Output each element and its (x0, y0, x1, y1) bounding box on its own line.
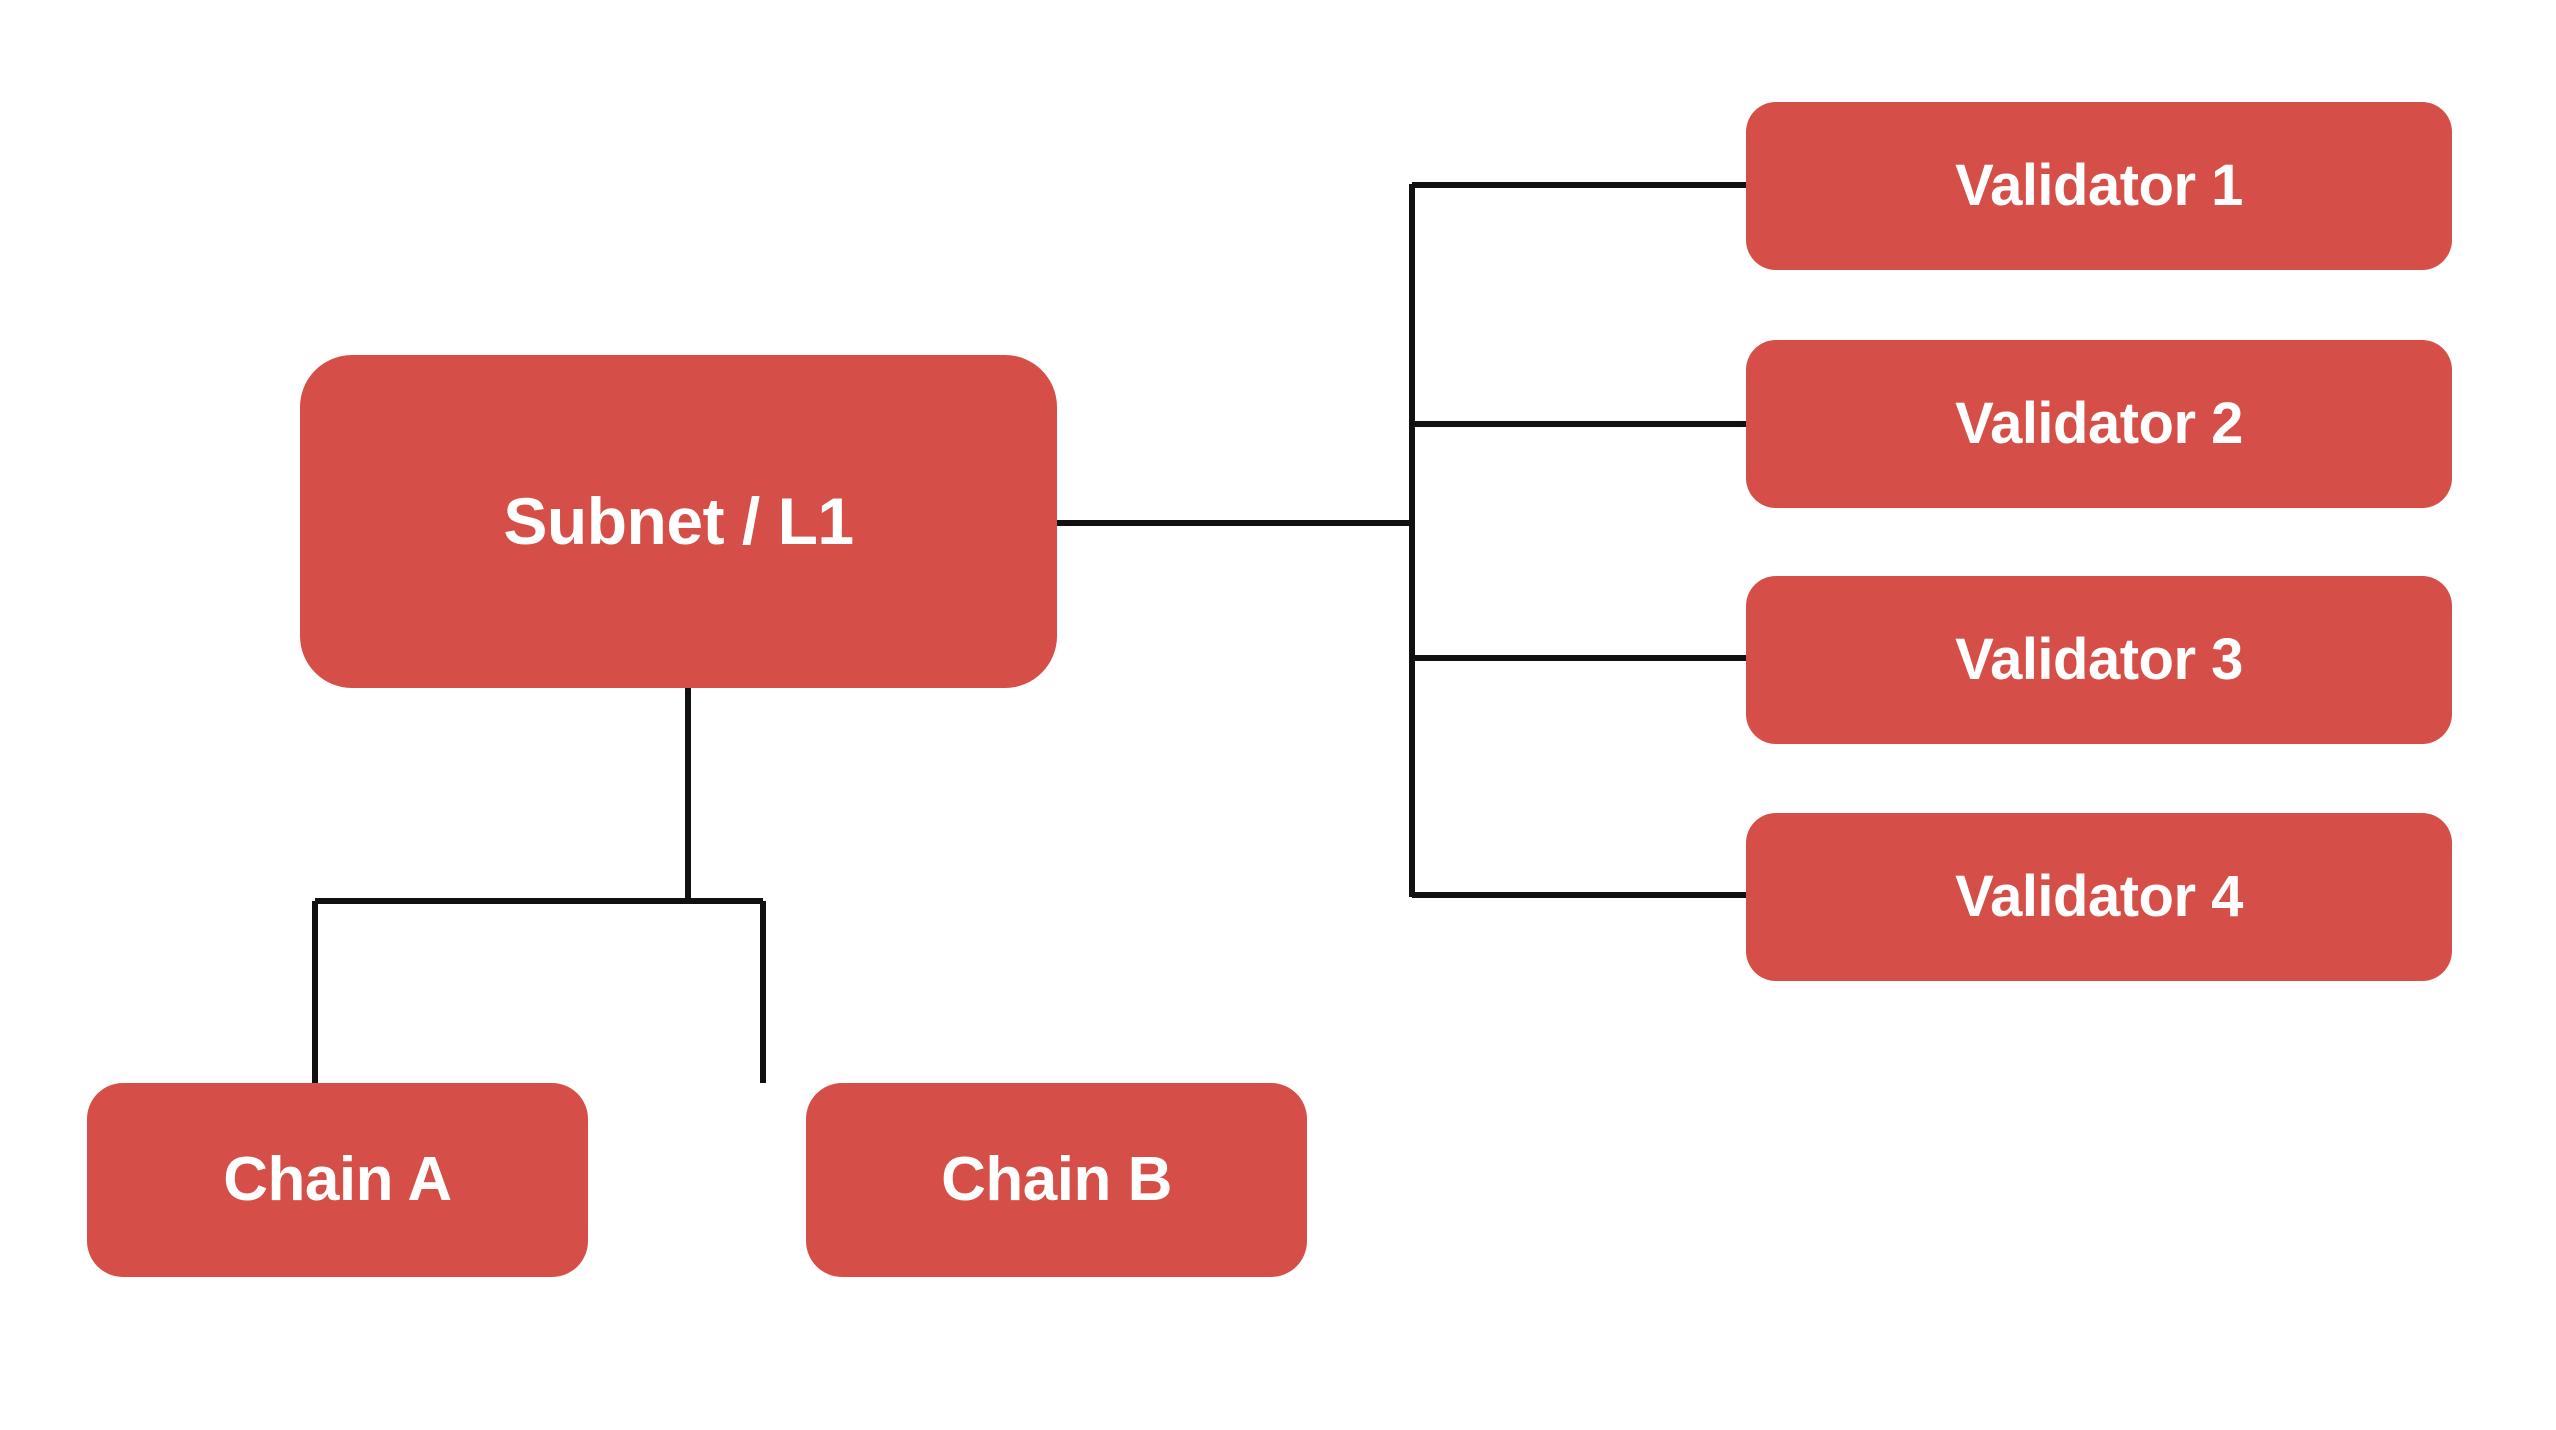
node-validator-1-label: Validator 1 (1955, 153, 2243, 219)
node-validator-4[interactable]: Validator 4 (1746, 813, 2452, 981)
node-subnet-l1[interactable]: Subnet / L1 (300, 355, 1057, 688)
node-chain-a[interactable]: Chain A (87, 1083, 588, 1277)
node-subnet-l1-label: Subnet / L1 (503, 484, 854, 559)
node-validator-1[interactable]: Validator 1 (1746, 102, 2452, 270)
node-validator-3[interactable]: Validator 3 (1746, 576, 2452, 744)
node-validator-2-label: Validator 2 (1955, 391, 2243, 457)
node-chain-a-label: Chain A (223, 1144, 452, 1214)
node-validator-2[interactable]: Validator 2 (1746, 340, 2452, 508)
node-validator-3-label: Validator 3 (1955, 627, 2243, 693)
node-validator-4-label: Validator 4 (1955, 864, 2243, 930)
node-chain-b-label: Chain B (941, 1144, 1172, 1214)
node-chain-b[interactable]: Chain B (806, 1083, 1307, 1277)
